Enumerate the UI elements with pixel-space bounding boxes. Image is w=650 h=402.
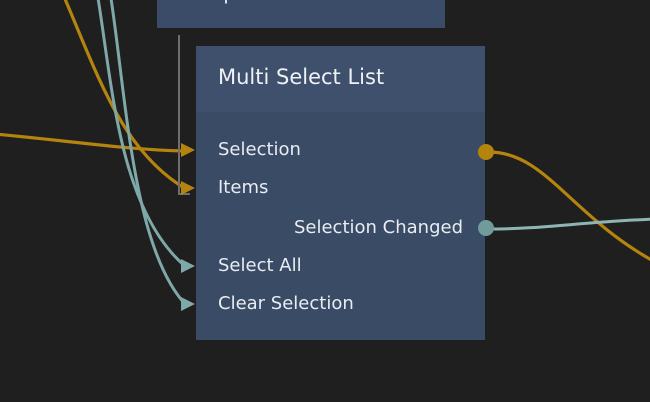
port-label-selection: Selection bbox=[218, 139, 301, 160]
arrow-icon[interactable] bbox=[181, 143, 195, 157]
port-row-items[interactable]: Items bbox=[181, 175, 485, 201]
group-node-title: Group bbox=[175, 0, 236, 4]
multi-select-list-node[interactable]: Multi Select List Selection Items Select… bbox=[181, 46, 494, 340]
port-row-select-all[interactable]: Select All bbox=[181, 253, 485, 279]
group-divider-line bbox=[178, 35, 180, 195]
port-row-selection-changed[interactable]: Selection Changed bbox=[196, 215, 494, 241]
port-label-selection-changed: Selection Changed bbox=[293, 217, 463, 238]
group-node[interactable]: Group bbox=[157, 0, 445, 28]
wire-to-clear-selection bbox=[109, 0, 188, 307]
wire-from-selection-changed-output bbox=[488, 217, 650, 231]
port-row-clear-selection[interactable]: Clear Selection bbox=[181, 291, 485, 317]
exec-arrow-icon[interactable] bbox=[181, 297, 195, 311]
exec-arrow-icon[interactable] bbox=[181, 259, 195, 273]
wire-to-items bbox=[63, 0, 187, 191]
port-dot-icon[interactable] bbox=[478, 144, 494, 160]
wire-to-selection bbox=[0, 132, 187, 153]
exec-port-dot-icon[interactable] bbox=[478, 220, 494, 236]
port-row-selection[interactable]: Selection bbox=[181, 137, 485, 163]
port-row-selection-output[interactable] bbox=[196, 139, 494, 165]
wire-to-select-all bbox=[96, 0, 187, 269]
arrow-icon[interactable] bbox=[181, 181, 195, 195]
node-header bbox=[196, 46, 485, 112]
wire-from-selection-output bbox=[488, 150, 650, 261]
port-label-select-all: Select All bbox=[218, 255, 302, 276]
node-title: Multi Select List bbox=[218, 65, 385, 89]
port-label-items: Items bbox=[218, 177, 269, 198]
port-label-clear-selection: Clear Selection bbox=[218, 293, 354, 314]
